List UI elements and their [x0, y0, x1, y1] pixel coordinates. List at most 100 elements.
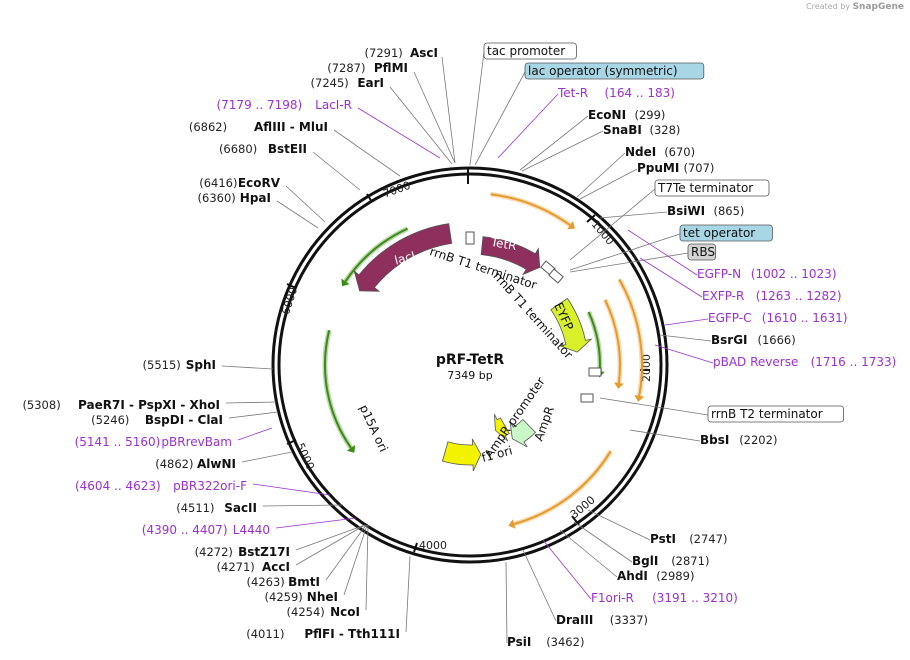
orf-arrow [587, 311, 601, 372]
leader-line [599, 211, 668, 219]
orf-arrow-head [341, 278, 350, 287]
site-position: (4263) [247, 575, 285, 589]
site-position: (7287) [327, 61, 365, 75]
site-position: (5141 .. 5160) [75, 435, 161, 449]
leader-line [569, 188, 656, 261]
feature-callout-box [654, 179, 770, 197]
leader-line [343, 524, 368, 596]
leader-line [522, 549, 557, 622]
site-position: (4604 .. 4623) [75, 479, 161, 493]
enzyme-label: SphI [186, 358, 216, 372]
leader-line [576, 152, 626, 198]
leader-line [276, 200, 319, 229]
site-position: (6416) [199, 176, 237, 190]
enzyme-label: NheI [307, 590, 338, 604]
site-position: (1666) [758, 333, 796, 347]
site-position: (2871) [671, 554, 709, 568]
leader-line [241, 451, 293, 463]
leader-line [228, 411, 279, 419]
enzyme-label: PstI [650, 532, 676, 546]
site-position: (4390 .. 4407) [142, 523, 228, 537]
primer-label: Tet-R [557, 86, 588, 100]
leader-line [639, 257, 703, 298]
terminator-glyph [465, 231, 475, 245]
leader-line [262, 504, 344, 507]
enzyme-label: BbsI [700, 433, 729, 447]
leader-line [569, 252, 689, 273]
eyfp-gene-arrow [550, 297, 593, 353]
enzyme-label: AflIII - MluI [254, 120, 328, 134]
leader-line [654, 344, 714, 364]
leader-line [659, 334, 712, 342]
feature-label-ampr: AmpR [532, 404, 557, 442]
enzyme-label: HpaI [240, 191, 271, 205]
leader-line [275, 517, 357, 529]
tick-mark [286, 283, 297, 289]
feature-callout-box [483, 42, 577, 60]
leader-line [333, 129, 401, 177]
leader-line [295, 524, 366, 566]
feature-label-p15a: p15A ori [357, 402, 391, 454]
leader-line [505, 561, 508, 644]
site-position: (865) [714, 204, 745, 218]
terminator-glyph [548, 268, 564, 284]
enzyme-label: BspDI - ClaI [145, 413, 223, 427]
feature-callout-box [687, 243, 717, 261]
site-position: (5308) [22, 398, 60, 412]
enzyme-label: SacII [224, 501, 257, 515]
enzyme-label: BsrGI [711, 333, 748, 347]
leader-line [599, 397, 709, 416]
primer-label: pBRrevBam [161, 435, 232, 449]
credit-badge: Created by SnapGene [806, 2, 904, 12]
p15a-origin-arrow [441, 438, 482, 472]
enzyme-label: BglI [632, 554, 658, 568]
plasmid-size: 7349 bp [447, 369, 492, 382]
enzyme-label: AlwNI [197, 457, 236, 471]
enzyme-label: NdeI [625, 145, 656, 159]
site-position: (6360) [198, 191, 236, 205]
site-position: (4271) [217, 560, 255, 574]
primer-label: L4440 [233, 523, 270, 537]
site-position: (2202) [739, 433, 777, 447]
primer-label: EGFP-C [708, 311, 751, 325]
orf-arrow-halo [322, 329, 354, 450]
orf-arrow-halo [490, 191, 572, 228]
ampr-gene-arrow [509, 418, 537, 448]
feature-callout: tet operator [683, 226, 755, 240]
leader-line [285, 185, 326, 223]
enzyme-label: PsiI [507, 635, 531, 649]
primer-label: EGFP-N [697, 267, 741, 281]
primer-label: pBR322ori-F [173, 479, 247, 493]
leader-line [295, 524, 366, 551]
backbone-inner-ring [277, 172, 663, 558]
feature-callout-box [679, 224, 773, 242]
primer-label: EXFP-R [702, 289, 744, 303]
terminator-glyph [588, 367, 602, 377]
orf-arrow [604, 299, 621, 384]
site-position: (6862) [189, 120, 227, 134]
enzyme-label: EcoNI [588, 108, 626, 122]
site-position: (4254) [287, 605, 325, 619]
site-position: (7245) [311, 76, 349, 90]
leader-line [365, 524, 369, 611]
site-position: (3337) [610, 613, 648, 627]
site-position: (6680) [219, 142, 257, 156]
leader-line [569, 233, 681, 271]
site-position: (4272) [195, 545, 233, 559]
site-position: (3462) [546, 635, 584, 649]
feature-label-tetr: TetR [489, 235, 518, 253]
orf-arrow-head [508, 519, 516, 529]
laci-gene-arrow [353, 223, 453, 292]
orf-arrow [513, 450, 612, 525]
leader-line [441, 56, 456, 164]
orf-arrow-head [567, 221, 575, 230]
enzyme-label: BsiWI [667, 204, 705, 218]
leader-line [413, 71, 456, 164]
orf-arrow-head [634, 394, 645, 402]
site-position: (1716 .. 1733) [811, 355, 897, 369]
enzyme-label: PflMI [374, 61, 408, 75]
site-position: (4511) [176, 501, 214, 515]
orf-arrow [490, 193, 571, 226]
leader-line [542, 539, 592, 600]
site-position: (4011) [246, 627, 284, 641]
